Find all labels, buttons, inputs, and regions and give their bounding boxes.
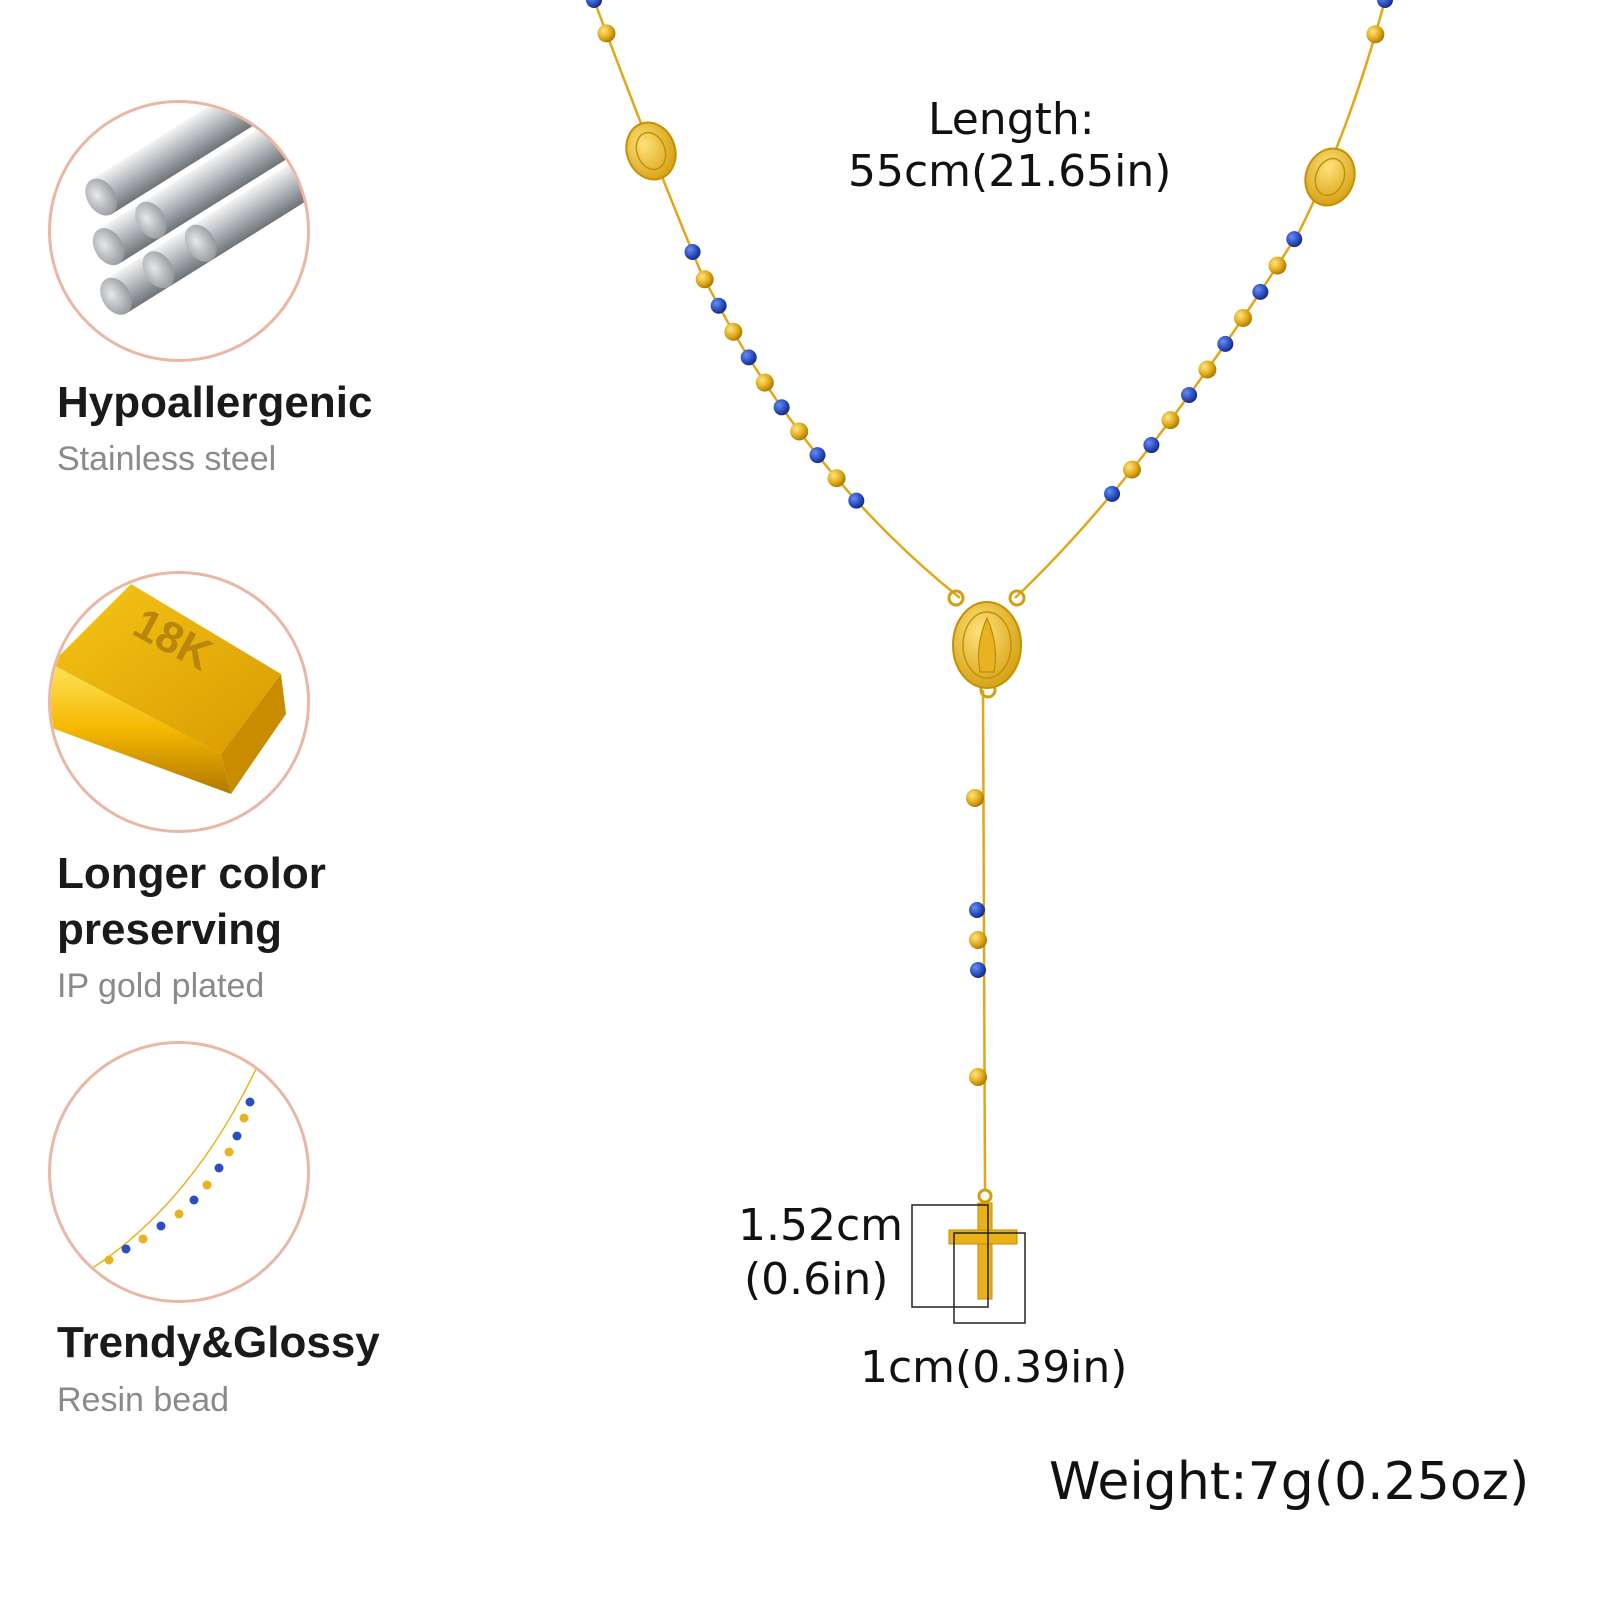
cross-width-value: 1cm(0.39in) — [860, 1342, 1128, 1393]
blue-resin-bead — [1104, 485, 1121, 502]
blue-resin-bead — [1181, 386, 1198, 403]
feature-subtitle-resin-bead: Resin bead — [57, 1381, 230, 1419]
gold-bead — [969, 1068, 987, 1086]
right-chain — [1014, 0, 1387, 599]
gold-bead — [239, 1113, 249, 1123]
blue-resin-bead — [1377, 0, 1393, 8]
blue-resin-bead — [189, 1195, 199, 1205]
feature-title-trendy-glossy: Trendy&Glossy — [57, 1318, 380, 1367]
blue-resin-bead — [1143, 437, 1160, 454]
gold-bead — [1161, 411, 1180, 430]
gold-bead — [966, 789, 984, 807]
blue-resin-bead — [1286, 231, 1303, 248]
weight-value: Weight:7g(0.25oz) — [1049, 1452, 1530, 1512]
gold-bead — [827, 469, 846, 488]
right-medal — [1304, 147, 1356, 207]
gold-bead — [695, 270, 714, 289]
bead-chain-icon — [90, 1068, 257, 1270]
cross-height-value: 1.52cm — [738, 1200, 904, 1251]
blue-resin-bead — [121, 1244, 131, 1254]
gold-bead — [1268, 256, 1287, 275]
gold-bead — [224, 1147, 234, 1157]
left-medal — [625, 121, 677, 181]
cross-height-inches: (0.6in) — [744, 1254, 889, 1305]
feature-subtitle-stainless-steel: Stainless steel — [57, 440, 277, 478]
feature-title-preserving: preserving — [57, 905, 282, 954]
center-medal — [947, 589, 1026, 699]
blue-resin-bead — [214, 1163, 224, 1173]
gold-bead — [755, 373, 774, 392]
gold-bead — [724, 322, 743, 341]
cross-width-box — [953, 1232, 1026, 1324]
gold-bead — [1198, 360, 1217, 379]
gold-bead — [597, 24, 616, 43]
blue-resin-bead — [809, 447, 826, 464]
bead-chain-circle — [48, 1041, 310, 1303]
blue-resin-bead — [848, 492, 865, 509]
gold-bead — [1366, 25, 1385, 44]
blue-resin-bead — [586, 0, 602, 8]
gold-bead — [104, 1255, 114, 1265]
gold-bead — [790, 422, 809, 441]
beads-group — [586, 0, 1393, 1086]
blue-resin-bead — [773, 399, 790, 416]
blue-resin-bead — [1217, 335, 1234, 352]
blue-resin-bead — [969, 902, 985, 918]
blue-resin-bead — [1252, 283, 1269, 300]
blue-resin-bead — [740, 349, 757, 366]
blue-resin-bead — [684, 243, 701, 260]
cross-height-box — [911, 1204, 989, 1308]
gold-bead — [1122, 460, 1141, 479]
blue-resin-bead — [245, 1097, 255, 1107]
feature-title-longer-color: Longer color — [57, 849, 326, 898]
blue-resin-bead — [970, 962, 986, 978]
left-chain — [592, 0, 961, 599]
gold-bead — [1234, 308, 1253, 327]
length-value: 55cm(21.65in) — [848, 146, 1172, 197]
blue-resin-bead — [232, 1131, 242, 1141]
cross-pendant — [948, 1188, 1018, 1300]
feature-title-hypoallergenic: Hypoallergenic — [57, 378, 373, 427]
length-label: Length: — [928, 94, 1095, 145]
gold-bead — [969, 931, 987, 949]
gold-bead — [174, 1209, 184, 1219]
blue-resin-bead — [710, 297, 727, 314]
gold-bar-circle: 18K — [48, 571, 310, 833]
gold-bead — [138, 1234, 148, 1244]
feature-subtitle-ip-gold-plated: IP gold plated — [57, 967, 265, 1005]
gold-bead — [202, 1180, 212, 1190]
blue-resin-bead — [156, 1221, 166, 1231]
gold-bar-icon: 18K — [51, 584, 286, 794]
